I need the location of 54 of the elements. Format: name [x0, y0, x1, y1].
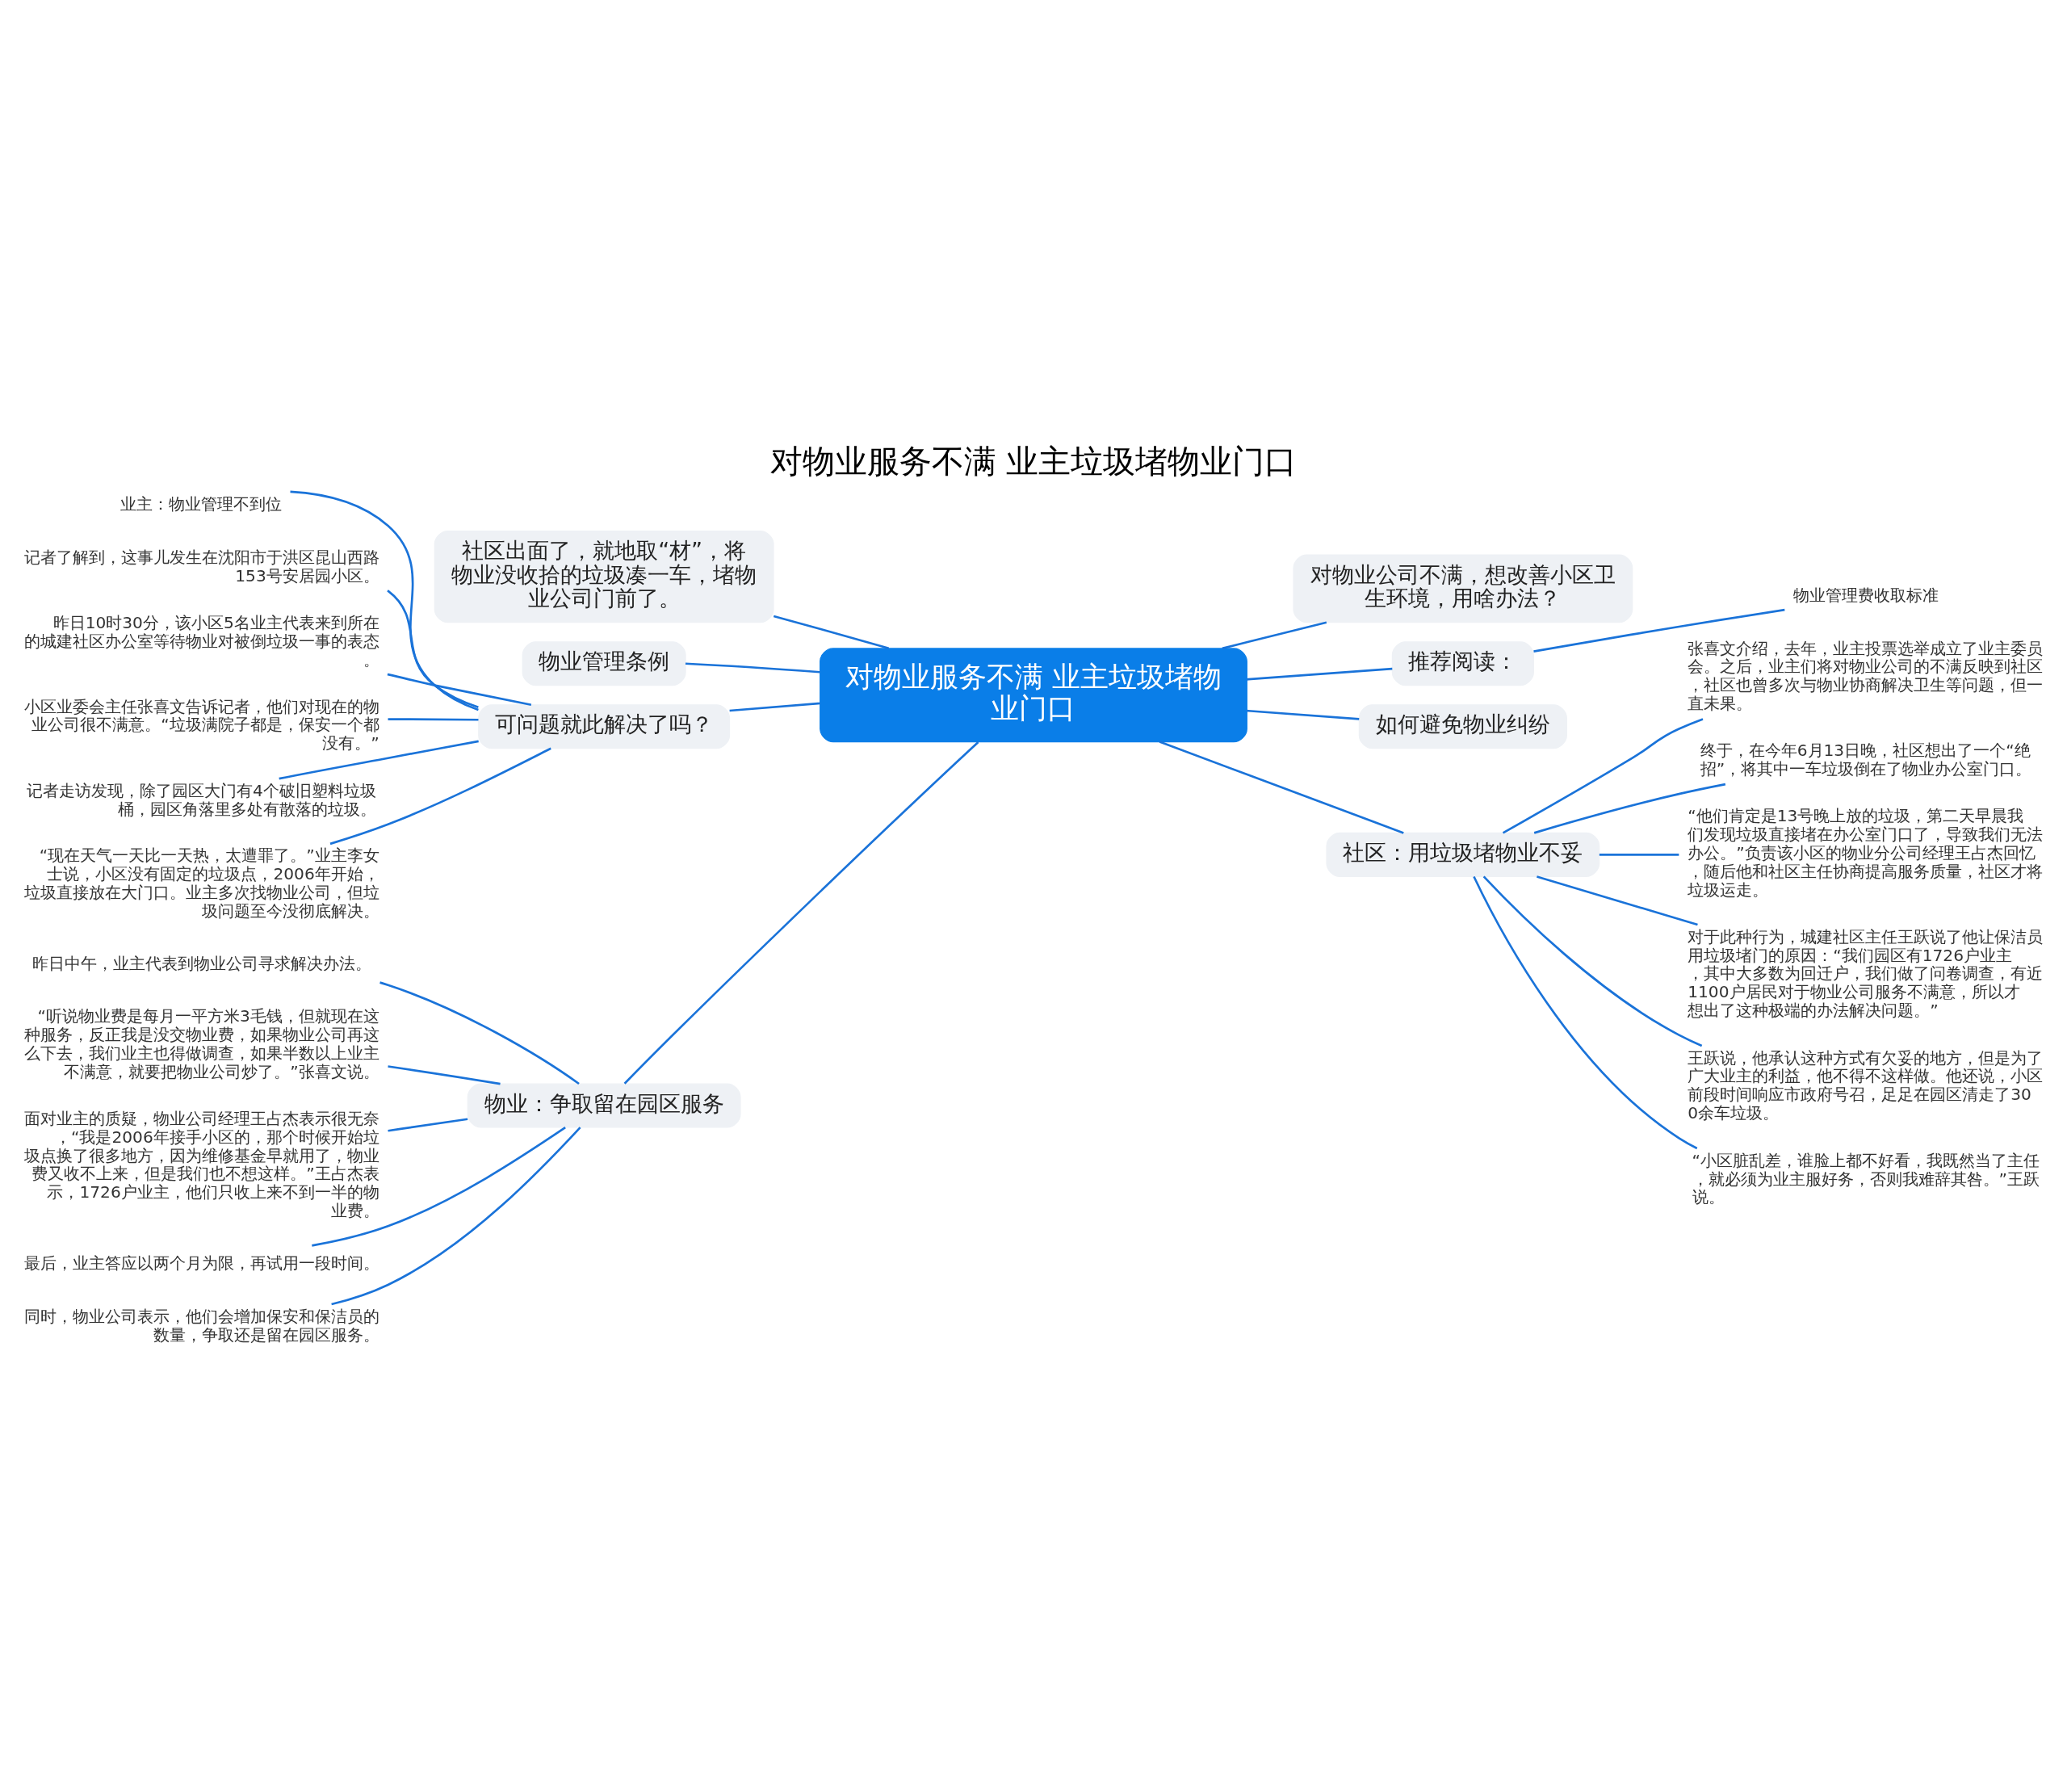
- connector: [1482, 875, 1703, 1047]
- node-text: 业主：物业管理不到位: [119, 494, 282, 514]
- connector: [1533, 608, 1785, 653]
- connector: [279, 740, 479, 780]
- connector: [290, 490, 479, 711]
- connector: [1537, 875, 1698, 926]
- connector: [388, 1118, 468, 1132]
- connector: [1247, 667, 1393, 681]
- node-text: 物业管理费收取标准: [1793, 585, 1939, 606]
- node-text: 昨日中午，业主代表到物业公司寻求解决办法。: [31, 954, 371, 974]
- node-box: 物业管理条例: [522, 641, 686, 686]
- node-box: 社区：用垃圾堵物业不妥: [1326, 832, 1600, 877]
- node-box: 如何避免物业纠纷: [1358, 704, 1567, 749]
- node-text: 小区业委会主任张喜文告诉记者，他们对现在的物业公司很不满意。“垃圾满院子都是，保安一个都没有。”: [23, 696, 379, 753]
- connector: [388, 1065, 501, 1085]
- node-box: 物业：争取留在园区服务: [467, 1083, 741, 1128]
- connector: [387, 673, 532, 707]
- node-text: 终于，在今年6月13日晚，社区想出了一个“绝招”，将其中一车垃圾倒在了物业办公室门口。: [1700, 741, 2032, 778]
- connector: [685, 662, 820, 674]
- node-text: 对于此种行为，城建社区主任王跃说了他让保洁员用垃圾堵门的原因：“我们园区有1726户业主，其中大多数为回迁户，我们做了问卷调查，有近1100户居民对于物业公司服务不满意，所以才想出了这种极端的办法解决问题。”: [1688, 926, 2044, 1021]
- node-text: 最后，业主答应以两个月为限，再试用一段时间。: [23, 1253, 379, 1274]
- connector: [312, 1127, 566, 1247]
- connector: [1473, 875, 1698, 1150]
- connector: [388, 718, 479, 721]
- connector: [387, 590, 479, 709]
- node-text: 张喜文介绍，去年，业主投票选举成立了业主委员会。之后，业主们将对物业公司的不满反映到社区，社区也曾多次与物业协商解决卫生等问题，但一直未果。: [1688, 638, 2044, 714]
- node-box: 可问题就此解决了吗？: [478, 704, 731, 749]
- connector: [1222, 621, 1327, 650]
- node-box: 对物业公司不满，想改善小区卫生环境，用啥办法？: [1293, 554, 1633, 623]
- node-box: 推荐阅读：: [1391, 641, 1534, 686]
- connector: [773, 615, 890, 650]
- connector: [1533, 783, 1726, 834]
- node-text: “听说物业费是每月一平方米3毛钱，但就现在这种服务，反正我是没交物业费，如果物业公司再这么下去，我们业主也得做调查，如果半数以上业主不满意，就要把物业公司炒了。”张喜文说。: [23, 1006, 379, 1082]
- node-text: 昨日10时30分，该小区5名业主代表来到所在的城建社区办公室等待物业对被倒垃圾一事的表态。: [23, 613, 379, 669]
- node-text: “现在天气一天比一天热，太遭罪了。”业主李女士说，小区没有固定的垃圾点，2006年开始，垃圾直接放在大门口。业主多次找物业公司，但垃圾问题至今没彻底解决。: [23, 846, 379, 921]
- connector: [1159, 741, 1404, 834]
- connector: [329, 747, 551, 846]
- node-box: 对物业服务不满 业主垃圾堵物业门口: [820, 648, 1247, 743]
- node-box: 社区出面了，就地取“材”，将物业没收拾的垃圾凑一车，堵物业公司门前了。: [434, 531, 774, 623]
- node-text: 面对业主的质疑，物业公司经理王占杰表示很无奈，“我是2006年接手小区的，那个时候开始垃圾点换了很多地方，因为维修基金早就用了，物业费又收不上来，但是我们也不想这样。”王占杰表示，1726户业主，他们只收上来不到一半的物业费。: [23, 1108, 379, 1221]
- connector: [623, 741, 979, 1085]
- connector: [1247, 709, 1360, 720]
- connector: [729, 702, 820, 712]
- diagram-title: 对物业服务不满 业主垃圾堵物业门口: [769, 443, 1298, 481]
- node-text: “小区脏乱差，谁脸上都不好看，我既然当了主任，就必须为业主服好务，否则我难辞其咎。”王跃说。: [1692, 1150, 2040, 1207]
- node-text: “他们肯定是13号晚上放的垃圾，第二天早晨我们发现垃圾直接堵在办公室门口了，导致我们无法办公。”负责该小区的物业分公司经理王占杰回忆，随后他和社区主任协商提高服务质量，社区才将垃圾运走。: [1688, 806, 2044, 900]
- node-text: 记者走访发现，除了园区大门有4个破旧塑料垃圾桶，园区角落里多处有散落的垃圾。: [26, 780, 376, 819]
- node-text: 记者了解到，这事儿发生在沈阳市于洪区昆山西路153号安居园小区。: [23, 547, 379, 585]
- node-text: 王跃说，他承认这种方式有欠妥的地方，但是为了广大业主的利益，他不得不这样做。他还说，小区前段时间响应市政府号召，足足在园区清走了300余车垃圾。: [1688, 1047, 2044, 1123]
- connector: [379, 981, 580, 1085]
- node-text: 同时，物业公司表示，他们会增加保安和保洁员的数量，争取还是留在园区服务。: [23, 1306, 379, 1345]
- connector: [331, 1127, 581, 1306]
- connector: [1502, 718, 1704, 834]
- connector: [1599, 854, 1679, 856]
